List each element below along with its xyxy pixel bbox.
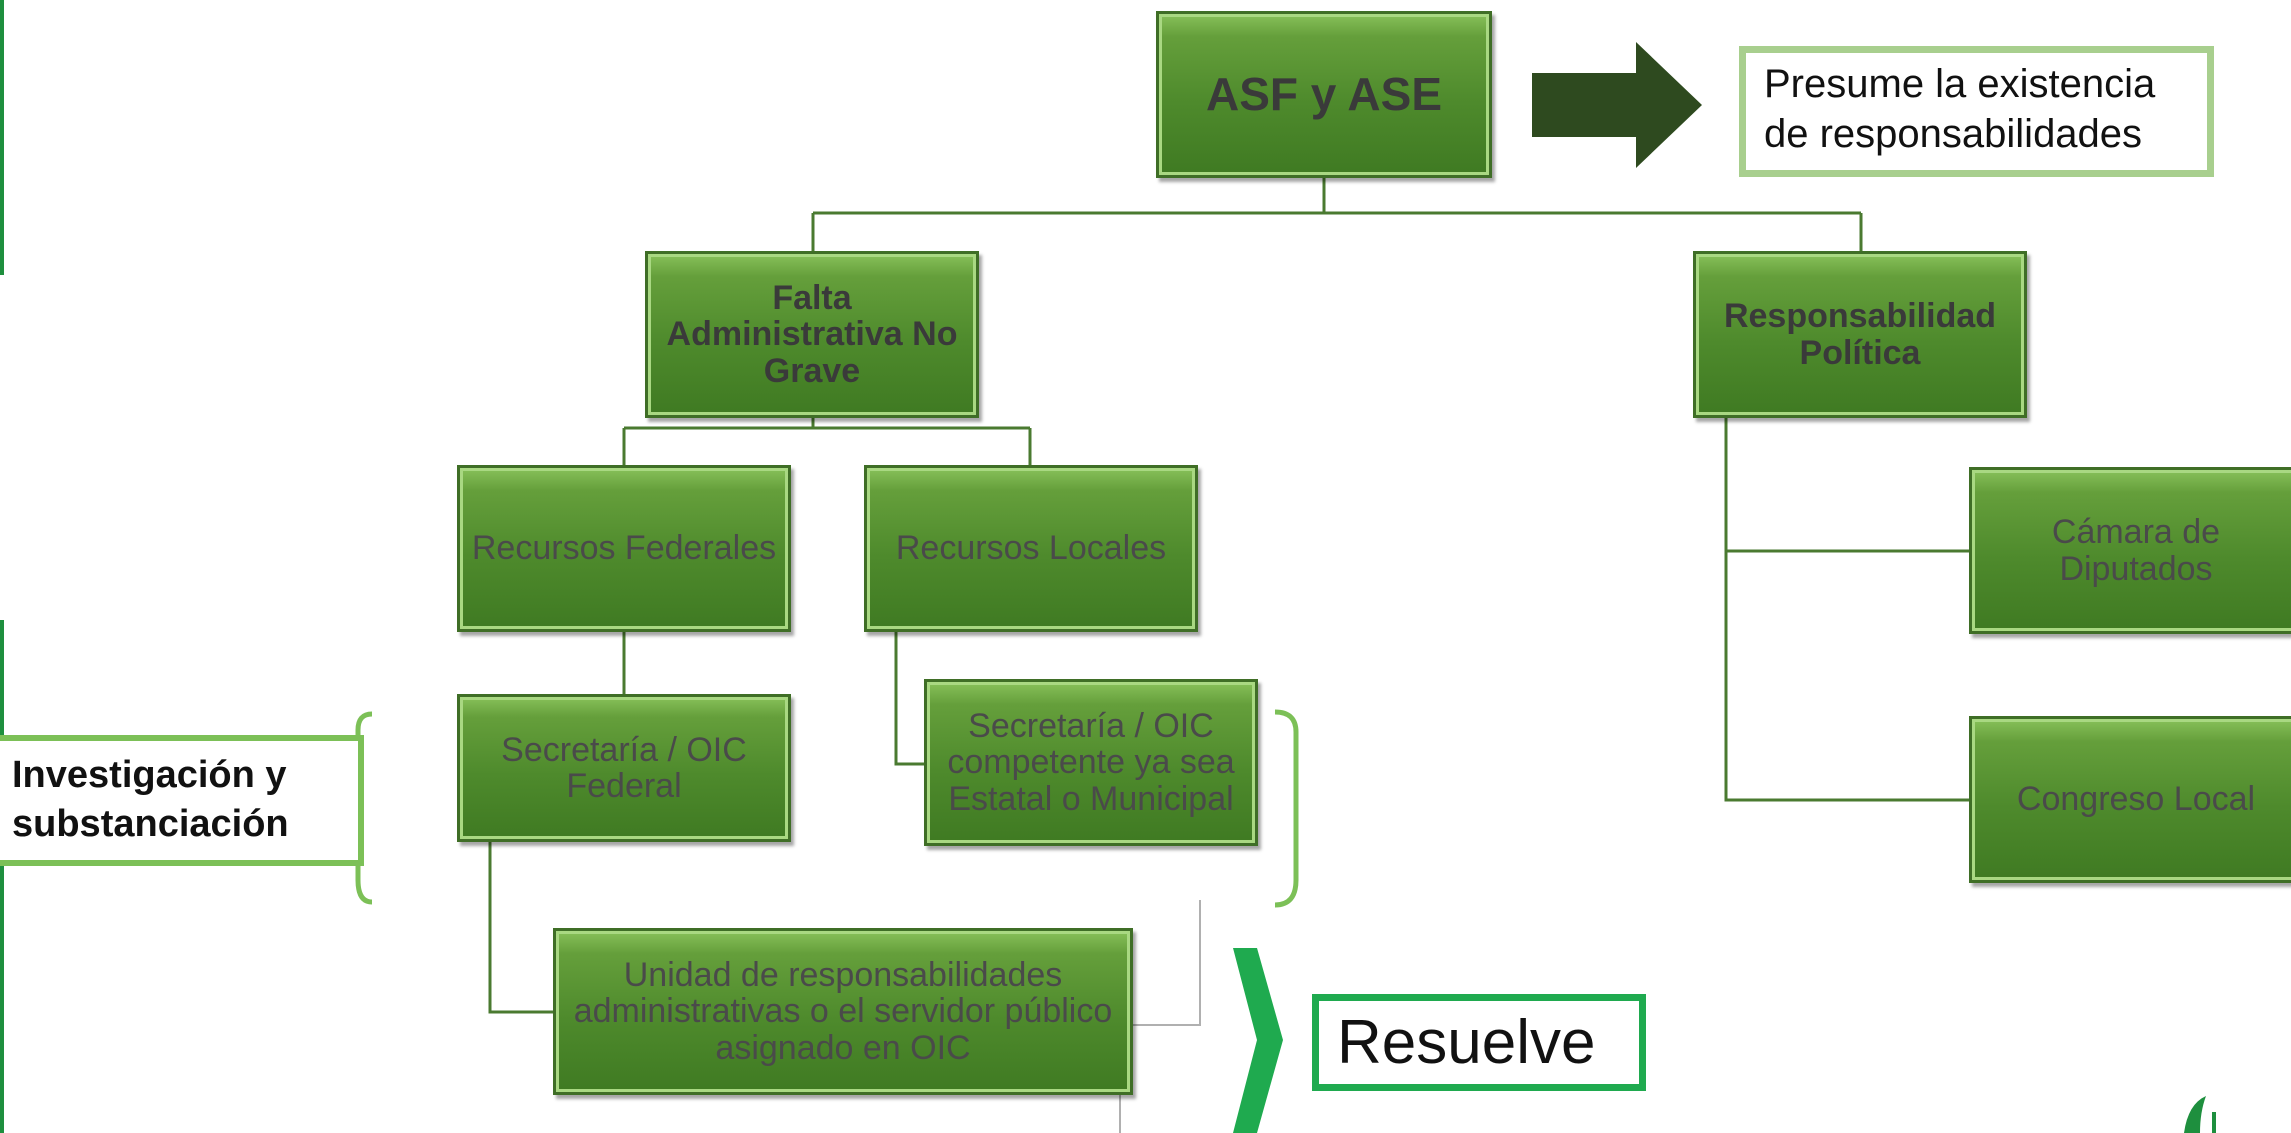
investigacion-label: Investigación y substanciación xyxy=(0,735,364,866)
node-responsabilidad-politica: Responsabilidad Política xyxy=(1693,251,2027,418)
node-root: ASF y ASE xyxy=(1156,11,1492,178)
resuelve-label: Resuelve xyxy=(1312,994,1646,1091)
node-secretaria-estatal-municipal: Secretaría / OIC competente ya sea Estat… xyxy=(924,679,1258,846)
node-falta-administrativa: Falta Administrativa No Grave xyxy=(645,251,979,418)
node-unidad-responsabilidades: Unidad de responsabilidades administrati… xyxy=(553,928,1133,1095)
politica-to-congreso-connector xyxy=(1724,551,1969,802)
node-recursos-locales: Recursos Locales xyxy=(864,465,1198,632)
left-accent-bar-top xyxy=(0,0,4,275)
resuelve-chevron-icon xyxy=(1233,948,1283,1133)
left-accent-bar-bottom xyxy=(0,620,4,1133)
node-secretaria-federal: Secretaría / OIC Federal xyxy=(457,694,791,842)
right-brace-icon xyxy=(1274,709,1299,908)
root-note-callout: Presume la existencia de responsabilidad… xyxy=(1739,46,2214,177)
locales-to-secretaria-connector xyxy=(894,632,924,766)
node-camara-diputados: Cámara de Diputados xyxy=(1969,467,2291,634)
root-to-branches-connector xyxy=(811,176,1863,251)
node-congreso-local: Congreso Local xyxy=(1969,716,2291,883)
node-recursos-federales: Recursos Federales xyxy=(457,465,791,632)
logo-icon xyxy=(2184,1096,2216,1133)
right-arrow-icon xyxy=(1532,42,1702,168)
secretaria-to-unidad-connector xyxy=(488,842,553,1014)
left-branch-to-recursos-connector xyxy=(622,418,1032,465)
politica-to-camara-connector xyxy=(1724,418,1969,553)
